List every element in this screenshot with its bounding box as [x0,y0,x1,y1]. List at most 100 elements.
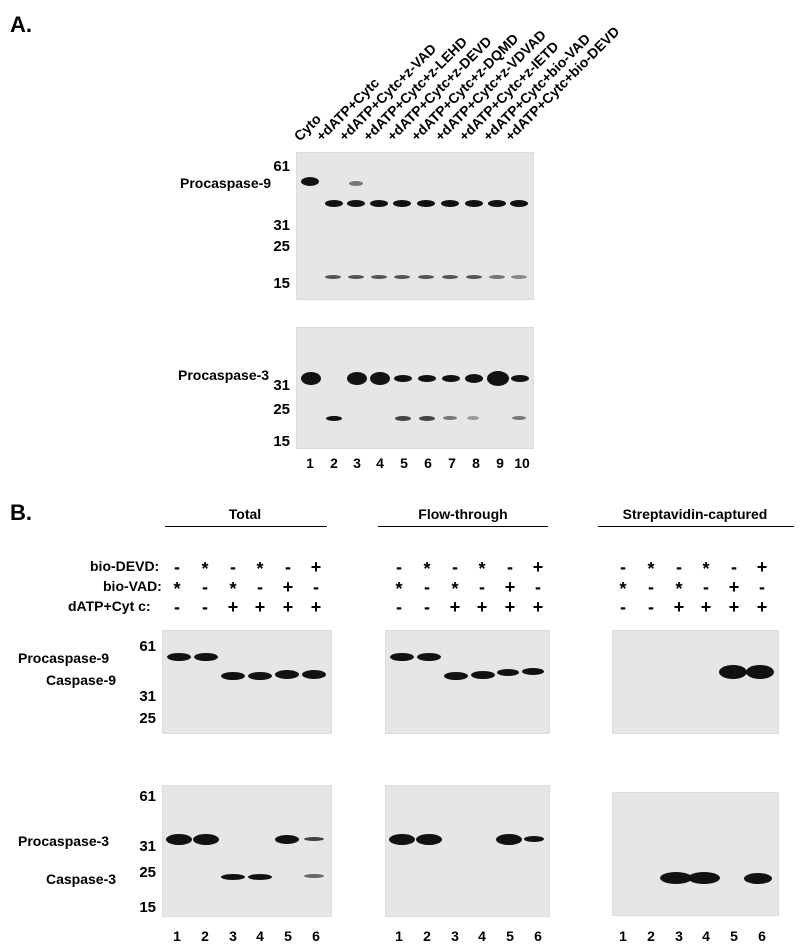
condition-label-bio-vad: bio-VAD: [103,578,162,594]
band [347,200,365,207]
band [304,874,324,878]
mw-marker: 15 [273,433,290,450]
lane-number: 4 [702,928,710,944]
group-underline [378,526,548,527]
mw-marker: 15 [139,899,156,916]
band-label-procaspase9: Procaspase-9 [18,650,110,666]
group-underline [598,526,794,527]
condition-symbol: - [676,557,682,577]
condition-symbol: * [229,579,237,599]
condition-symbol: * [619,579,627,599]
band [443,416,457,420]
lane-number: 3 [229,928,237,944]
band [248,672,272,680]
condition-symbol: + [282,577,294,597]
condition-symbol: + [532,597,544,617]
condition-symbol: - [202,577,208,597]
condition-symbol: + [673,597,685,617]
band [302,670,326,679]
band [390,653,414,661]
band [488,200,506,207]
gel-b-streptavidin-caspase9 [612,630,779,734]
condition-symbol: - [285,557,291,577]
band [444,672,468,680]
lane-number: 2 [647,928,655,944]
lane-number: 3 [353,455,361,471]
lane-number: 2 [330,455,338,471]
condition-symbol: - [396,557,402,577]
condition-symbol: - [535,577,541,597]
band [301,177,319,186]
band [221,874,245,880]
condition-symbol: - [230,557,236,577]
lane-number: 1 [395,928,403,944]
condition-symbol: - [620,597,626,617]
lane-number: 8 [472,455,480,471]
condition-symbol: * [423,559,431,579]
mw-marker: 25 [273,401,290,418]
condition-symbol: - [759,577,765,597]
band [487,371,509,386]
band [221,672,245,680]
condition-symbol: + [476,597,488,617]
band [442,375,460,382]
condition-symbol: - [174,597,180,617]
lane-number: 1 [306,455,314,471]
condition-symbol: + [532,557,544,577]
band-label-procaspase3: Procaspase-3 [18,833,110,849]
condition-symbol: + [504,577,516,597]
gel-a-procaspase9 [296,152,534,300]
condition-label-bio-devd: bio-DEVD: [90,558,160,574]
band [167,653,191,661]
band [301,372,321,385]
condition-symbol: + [504,597,516,617]
mw-marker: 25 [139,710,156,727]
lane-number: 4 [256,928,264,944]
lane-number: 2 [423,928,431,944]
condition-symbol: * [451,579,459,599]
band [166,834,192,845]
band [349,181,363,186]
mw-marker: 25 [139,864,156,881]
band [524,836,544,842]
condition-symbol: - [648,597,654,617]
band [522,668,544,675]
lane-number: 3 [675,928,683,944]
band [394,375,412,382]
condition-symbol: + [254,597,266,617]
lane-number: 6 [424,455,432,471]
mw-marker: 61 [139,788,156,805]
band [471,671,495,679]
band [395,416,411,421]
band [744,873,772,884]
group-title-total: Total [228,506,262,522]
band [393,200,411,207]
condition-symbol: - [174,557,180,577]
band [466,275,482,279]
band [465,374,483,383]
band [389,834,415,845]
condition-symbol: + [310,597,322,617]
gel-b-flowthrough-caspase3 [385,785,550,917]
condition-label-datp-cytc: dATP+Cyt c: [68,598,151,614]
lane-number: 1 [173,928,181,944]
band [275,835,299,844]
lane-number: 6 [758,928,766,944]
condition-symbol: - [452,557,458,577]
lane-number: 5 [506,928,514,944]
lane-number: 2 [201,928,209,944]
band [510,200,528,207]
lane-number: 9 [496,455,504,471]
condition-symbol: * [173,579,181,599]
band [394,275,410,279]
condition-symbol: * [675,579,683,599]
lane-number: 4 [376,455,384,471]
condition-symbol: - [424,577,430,597]
mw-marker: 31 [139,838,156,855]
condition-symbol: + [756,597,768,617]
band [512,416,526,420]
mw-marker: 31 [273,217,290,234]
condition-symbol: - [507,557,513,577]
band [688,872,720,884]
band [719,665,747,679]
